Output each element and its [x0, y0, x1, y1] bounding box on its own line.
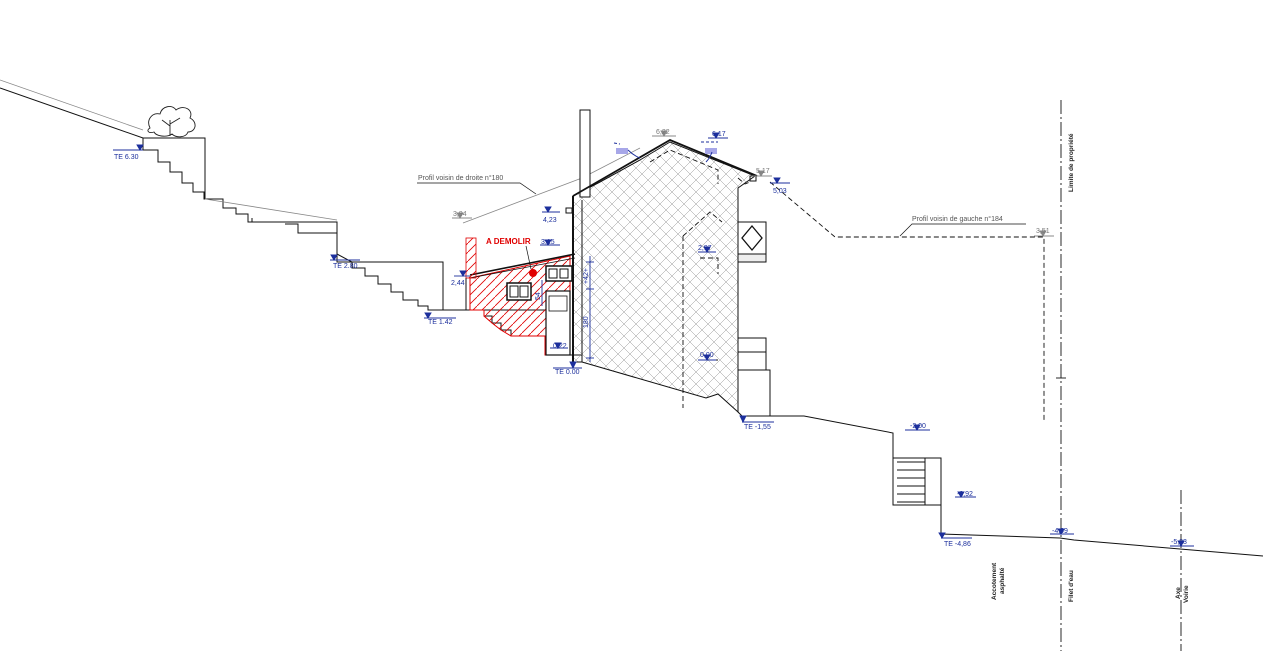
annex-to-demolish — [465, 237, 582, 356]
note-asphalt-shoulder-2: asphalté — [999, 567, 1006, 594]
note-road-axis-1: Axe — [1175, 587, 1182, 599]
level-0-22: 0,22 — [553, 343, 567, 350]
note-asphalt-shoulder-1: Accotement — [991, 562, 998, 600]
level-te-1-42: TE 1.42 — [428, 319, 453, 326]
annex-window — [506, 282, 532, 301]
demolish-marker — [529, 269, 537, 277]
tree-icon — [147, 106, 196, 138]
level-te-m4-86: TE -4,86 — [944, 541, 971, 548]
level-te-m1-55: TE -1,55 — [744, 424, 771, 431]
level-te-6-30: TE 6.30 — [114, 154, 139, 161]
level-5-03: 5,03 — [773, 188, 787, 195]
level-te-0-00: TE 0.00 — [555, 369, 580, 376]
level-m5-23: -5,23 — [1171, 539, 1187, 546]
level-2-97: 2,97 — [698, 245, 712, 252]
level-3-94: 3,94 — [453, 211, 467, 218]
level-0-00: 0,00 — [700, 352, 714, 359]
terrain-right — [737, 369, 1263, 557]
note-property-limit: Limite de propriété — [1068, 133, 1075, 192]
main-house — [565, 109, 767, 414]
level-6-22: 6,22 — [656, 129, 670, 136]
property-limit-line — [1060, 100, 1182, 651]
level-m3-92: -3,92 — [957, 491, 973, 498]
level-4-23: 4,23 — [543, 217, 557, 224]
dimension-42: +42+ — [583, 268, 590, 284]
neighbour-profile-lines — [0, 79, 641, 224]
note-profile-left: Profil voisin de gauche n°184 — [912, 215, 1003, 223]
level-3-51: 3,51 — [1036, 228, 1050, 235]
label-demolish: A DEMOLIR — [486, 237, 531, 246]
level-te-2-80: TE 2.80 — [333, 263, 358, 270]
level-m4-99: -4,99 — [1052, 528, 1068, 535]
note-gutter: Filet d'eau — [1068, 570, 1075, 602]
level-m2-00: -2,00 — [910, 423, 926, 430]
dimension-180: 180 — [583, 316, 590, 328]
dimension-lines — [541, 256, 594, 362]
neighbour-profile-right — [769, 181, 1045, 420]
note-road-axis-2: Voirie — [1183, 585, 1190, 603]
level-3-15: 3,15 — [541, 239, 555, 246]
chimney — [579, 109, 591, 198]
dimension-54: 54 — [535, 292, 542, 300]
note-profile-right: Profil voisin de droite n°180 — [418, 174, 503, 182]
level-5-17: 5,17 — [756, 168, 770, 175]
level-6-17: 6,17 — [712, 131, 726, 138]
level-markers — [113, 132, 1194, 547]
level-2-44: 2,44 — [451, 280, 465, 287]
